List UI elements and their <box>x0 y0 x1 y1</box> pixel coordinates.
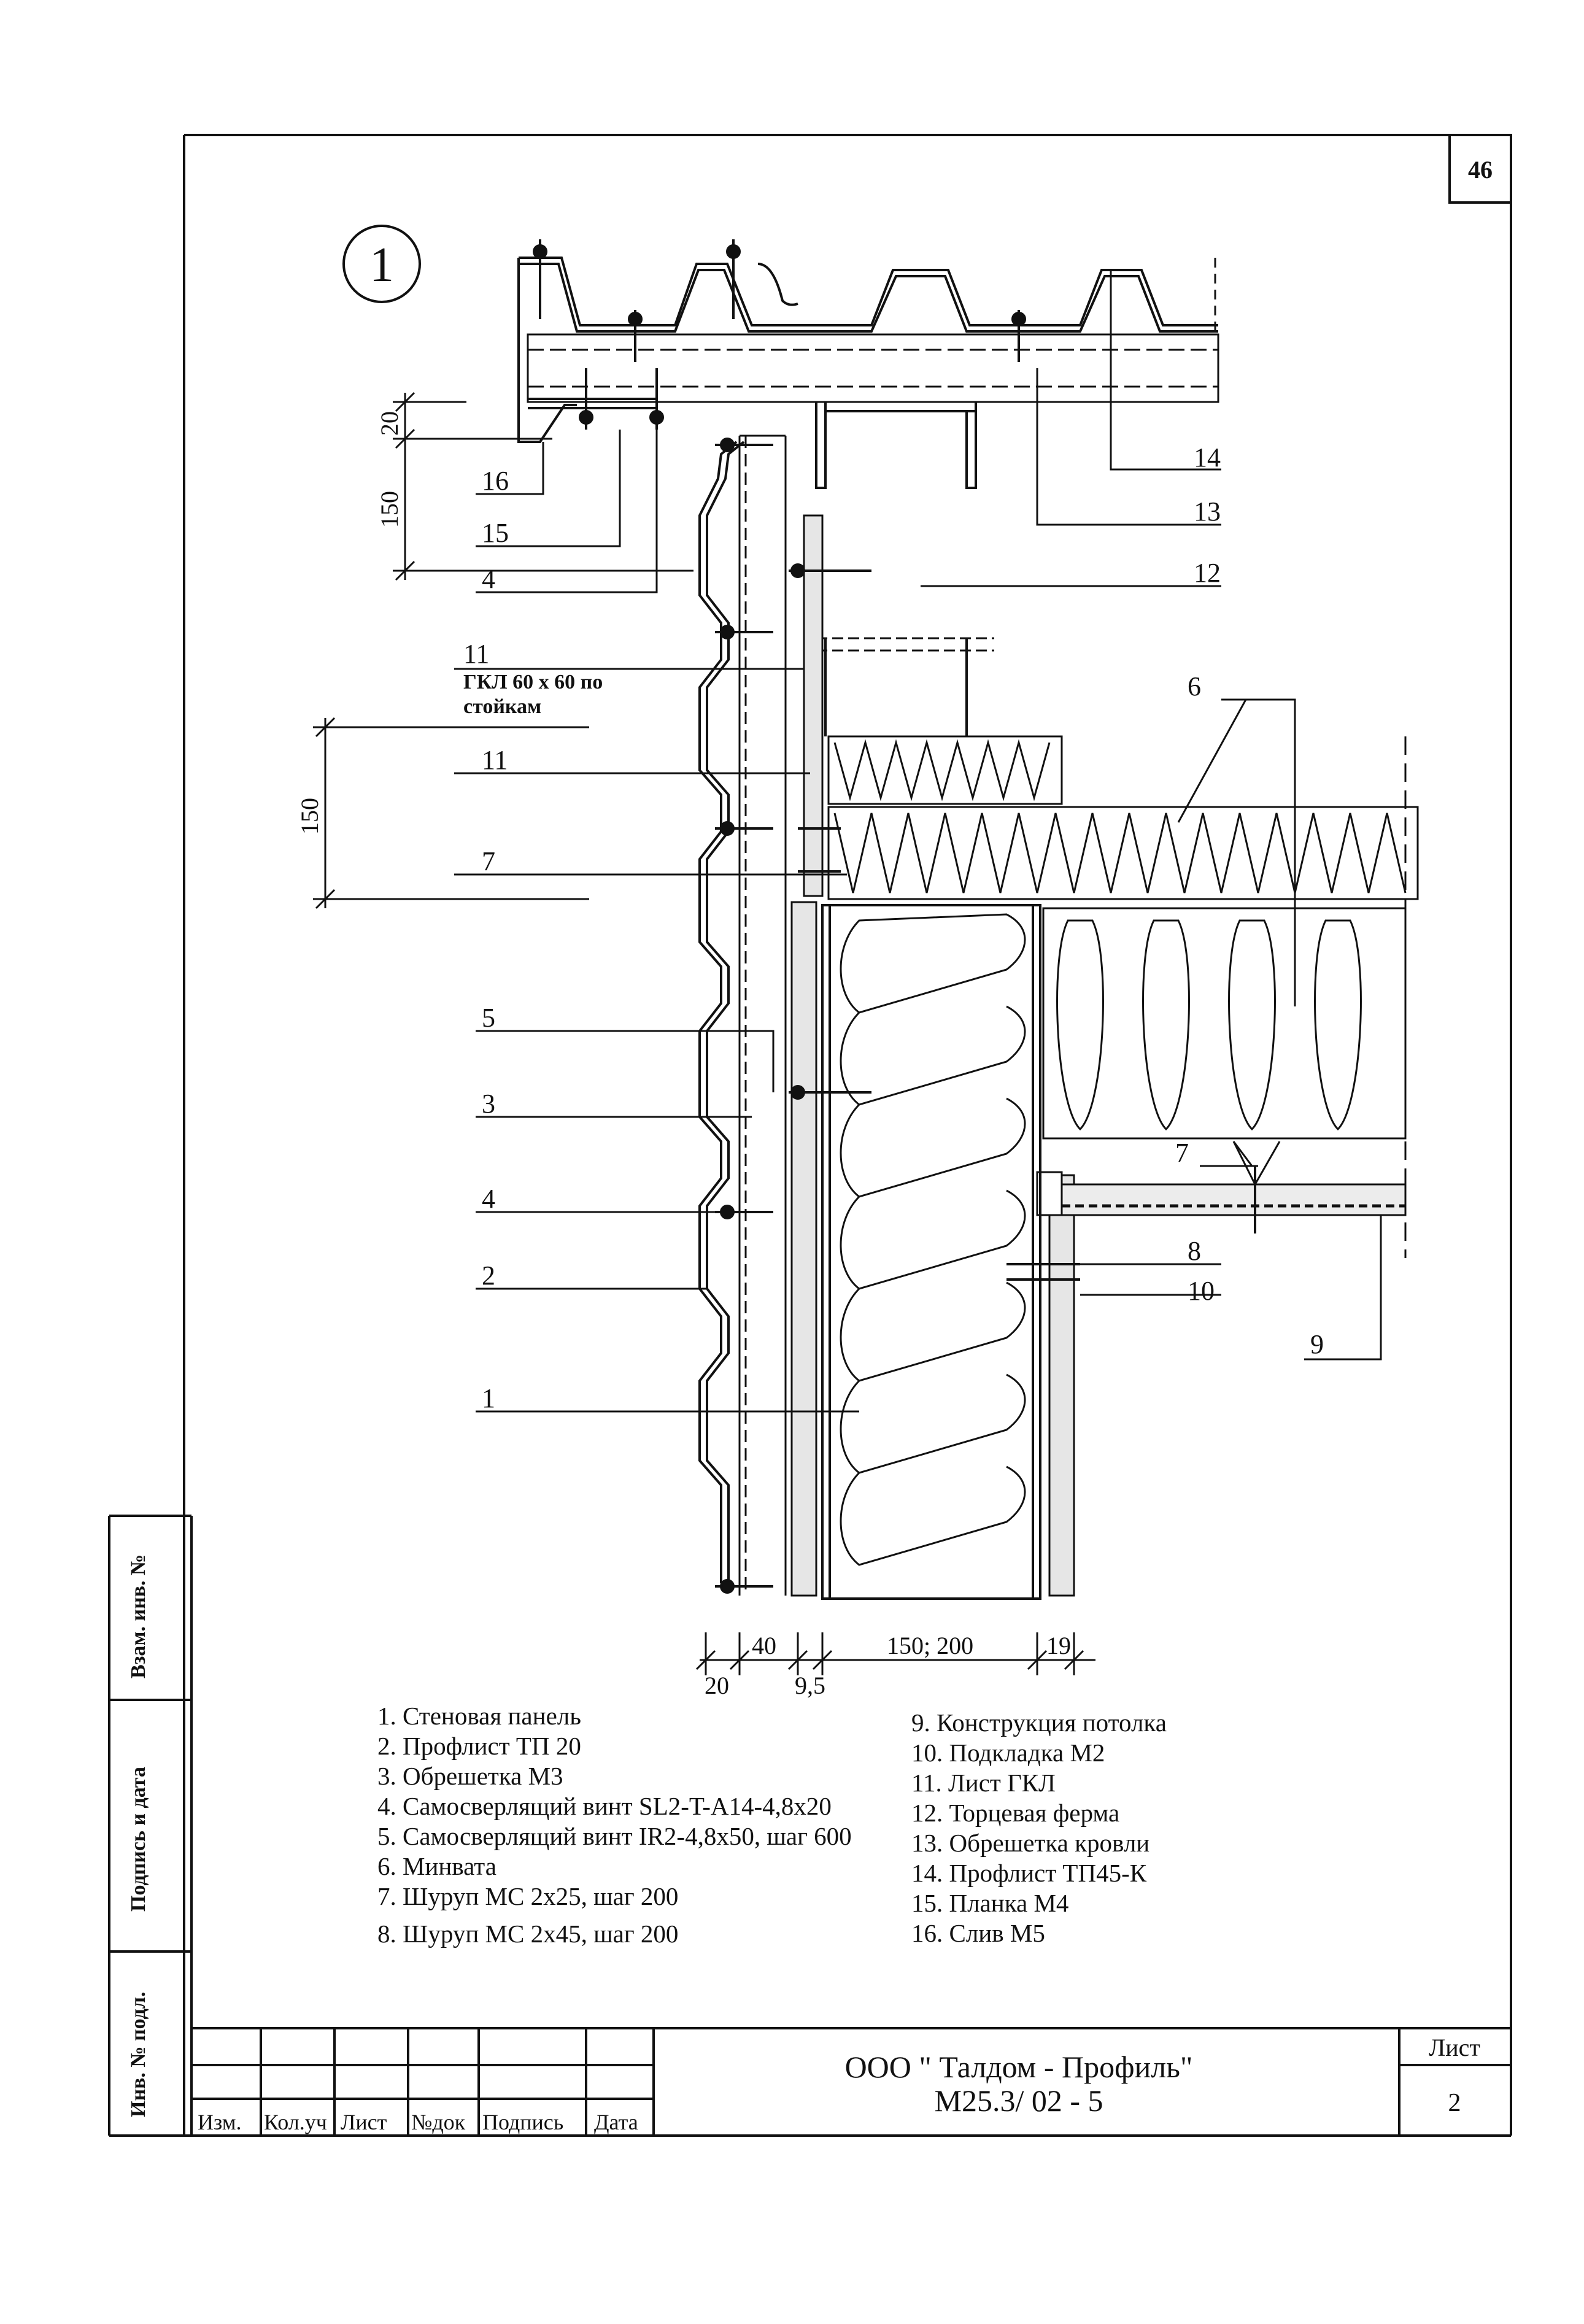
header-n-dok: №док <box>411 2110 466 2134</box>
legend-left: 1. Стеновая панель 2. Профлист ТП 20 3. … <box>377 1701 852 1949</box>
callout-3: 3 <box>482 1089 495 1119</box>
title-block-headers: Изм. Кол.уч Лист №док Подпись Дата <box>198 2110 638 2134</box>
gkl-note-line1: ГКЛ 60 х 60 по <box>463 671 603 693</box>
callout-7-left: 7 <box>482 846 495 876</box>
legend-item: 3. Обрешетка М3 <box>377 1762 563 1790</box>
callout-1: 1 <box>482 1383 495 1413</box>
detail-number: 1 <box>369 238 394 292</box>
callout-11-mid: 11 <box>482 745 508 775</box>
drip-flashing <box>517 258 657 443</box>
header-data: Дата <box>594 2110 638 2134</box>
callout-10: 10 <box>1188 1276 1215 1306</box>
callout-11-top: 11 <box>463 639 489 669</box>
callout-2: 2 <box>482 1260 495 1291</box>
legend-item: 12. Торцевая ферма <box>911 1799 1120 1827</box>
header-izm: Изм. <box>198 2110 242 2134</box>
legend-item: 7. Шуруп МС 2х25, шаг 200 <box>377 1882 679 1910</box>
callout-12: 12 <box>1194 558 1221 588</box>
callout-15: 15 <box>482 518 509 548</box>
legend-item: 9. Конструкция потолка <box>911 1708 1167 1737</box>
legend-item: 2. Профлист ТП 20 <box>377 1732 581 1760</box>
wall-insulation-panel <box>821 904 1041 1600</box>
legend-right: 9. Конструкция потолка 10. Подкладка М2 … <box>911 1708 1167 1948</box>
callout-13: 13 <box>1194 496 1221 527</box>
side-stamp-inv: Инв. № подл. <box>127 1991 150 2117</box>
legend-item: 1. Стеновая панель <box>377 1702 581 1730</box>
gable-truss <box>815 402 994 736</box>
detail-marker-circle <box>342 225 421 303</box>
gkl-note-line2: стойкам <box>463 695 541 718</box>
callout-leaders <box>454 270 1382 1413</box>
callout-4-top: 4 <box>482 564 495 594</box>
dim-20-bottom: 20 <box>705 1672 729 1699</box>
legend-item: 11. Лист ГКЛ <box>911 1769 1056 1797</box>
callout-7-right: 7 <box>1175 1138 1189 1168</box>
sheet-number: 2 <box>1448 2089 1461 2117</box>
dim-19: 19 <box>1046 1632 1071 1659</box>
callout-16: 16 <box>482 466 509 496</box>
legend-item: 13. Обрешетка кровли <box>911 1829 1150 1857</box>
page-number: 46 <box>1468 156 1493 183</box>
dimension-values: 20 150 150 40 150; 200 19 20 9,5 <box>296 411 1071 1699</box>
legend-item: 10. Подкладка М2 <box>911 1739 1105 1767</box>
sheet-frame <box>108 134 1512 2137</box>
wall-screws <box>715 438 1080 1594</box>
dim-9-5: 9,5 <box>795 1672 825 1699</box>
wall-batten <box>738 434 787 1596</box>
dimension-lines <box>313 392 1095 1675</box>
roof-profiled-sheet <box>519 257 1218 333</box>
dim-150-top: 150 <box>376 491 403 528</box>
callout-9: 9 <box>1310 1329 1324 1359</box>
callout-5: 5 <box>482 1003 495 1033</box>
callout-6: 6 <box>1188 671 1201 701</box>
legend-item: 15. Планка М4 <box>911 1889 1069 1917</box>
callout-8: 8 <box>1188 1236 1201 1266</box>
roof-battens <box>527 333 1219 403</box>
legend-item: 8. Шуруп МС 2х45, шаг 200 <box>377 1920 679 1948</box>
legend-item: 6. Минвата <box>377 1852 496 1880</box>
ceiling-structure <box>1061 1141 1407 1233</box>
legend-item: 5. Самосверлящий винт IR2-4,8х50, шаг 60… <box>377 1822 852 1850</box>
legend-item: 16. Слив М5 <box>911 1919 1045 1947</box>
dim-150-200: 150; 200 <box>887 1632 973 1659</box>
roof-screws <box>533 239 1026 430</box>
legend-item: 4. Самосверлящий винт SL2-T-A14-4,8х20 <box>377 1792 832 1820</box>
callout-numbers: 14 13 12 6 7 8 10 9 16 15 4 11 11 7 5 3 … <box>463 442 1324 1413</box>
side-stamp-vzam: Взам. инв. № <box>127 1554 150 1678</box>
document-code: М25.3/ 02 - 5 <box>935 2083 1103 2118</box>
callout-4-wall: 4 <box>482 1184 495 1214</box>
header-list: Лист <box>341 2110 387 2134</box>
header-kol-uch: Кол.уч <box>264 2110 327 2134</box>
attic-mineral-wool <box>827 735 1419 1258</box>
callout-14: 14 <box>1194 442 1221 473</box>
company-name: ООО " Талдом - Профиль" <box>845 2050 1193 2084</box>
sheet-label: Лист <box>1429 2034 1480 2061</box>
title-block-grid <box>191 2027 1511 2136</box>
side-stamp-podpis: Подпись и дата <box>127 1767 150 1912</box>
dim-40: 40 <box>752 1632 776 1659</box>
wall-panel-skin <box>790 514 1075 1597</box>
wall-profiled-sheet <box>698 441 745 1583</box>
dim-150-mid: 150 <box>296 798 323 835</box>
header-podpis: Подпись <box>482 2110 563 2134</box>
legend-item: 14. Профлист ТП45-К <box>911 1859 1147 1887</box>
dim-20-top: 20 <box>376 411 403 436</box>
